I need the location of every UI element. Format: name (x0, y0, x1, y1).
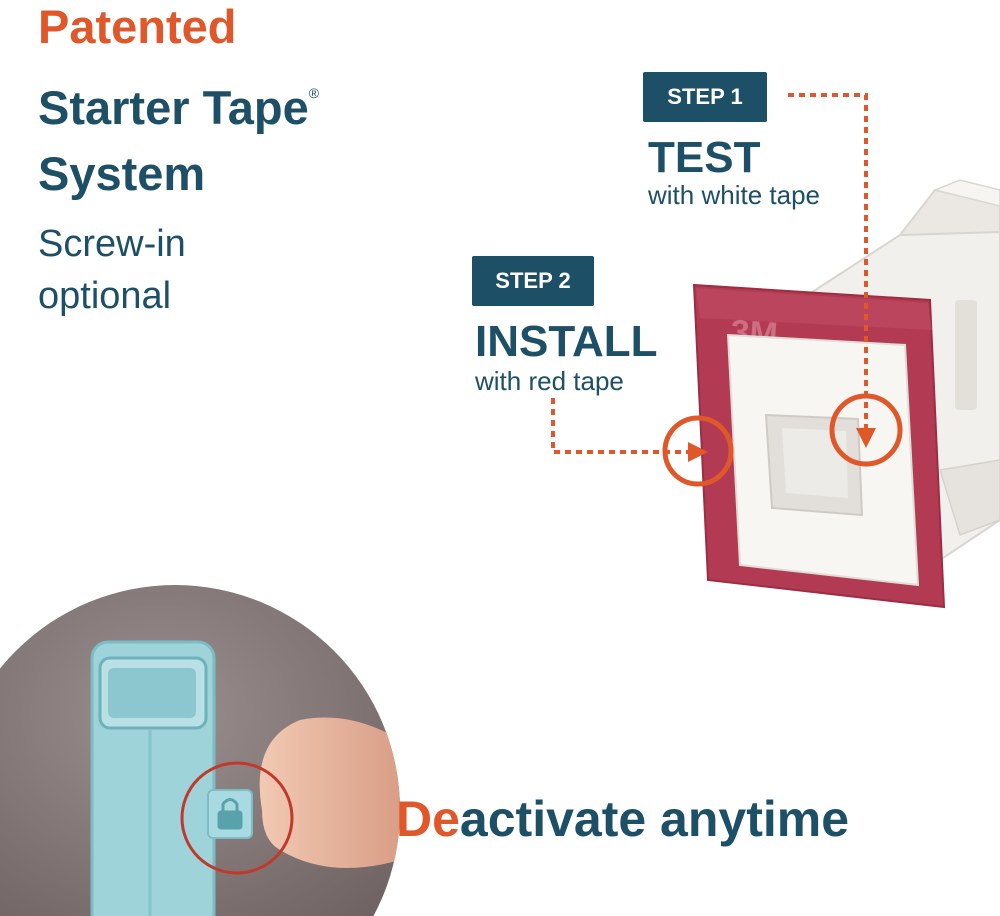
subheadline: Screw-in optional (38, 218, 186, 322)
step1-dotted-arrow-icon (788, 93, 868, 430)
step1-highlight-circle-icon (829, 393, 903, 467)
step1-badge: STEP 1 (643, 72, 767, 122)
deactivate-highlight: De (396, 791, 460, 847)
step2-dotted-arrow-icon (551, 398, 690, 454)
step2-highlight-circle-icon (662, 415, 734, 487)
lock-icon (217, 798, 243, 830)
step1-description: with white tape (648, 180, 820, 210)
step1-arrowhead-icon (856, 428, 876, 448)
headline-line-2: Starter Tape® (38, 60, 319, 141)
lock-highlight-circle-icon (180, 761, 294, 875)
step2-badge: STEP 2 (472, 256, 594, 306)
headline-line-2-text: Starter Tape (38, 81, 309, 134)
subheadline-line-2: optional (38, 275, 172, 317)
deactivate-caption: Deactivate anytime (396, 790, 849, 848)
step2-description: with red tape (475, 366, 624, 396)
deactivate-rest: activate anytime (459, 791, 850, 847)
blue-device (90, 640, 216, 916)
step2-arrowhead-icon (688, 442, 708, 462)
headline-line-3: System (38, 147, 206, 200)
registered-mark: ® (308, 85, 320, 101)
subheadline-line-1: Screw-in (38, 223, 186, 265)
finger (259, 717, 400, 868)
step1-title: TEST (648, 133, 761, 182)
headline-line-1: Patented (38, 0, 237, 53)
white-tape-square (726, 333, 920, 587)
deactivate-photo (0, 585, 400, 916)
step2-title: INSTALL (475, 317, 658, 366)
headline: Patented Starter Tape® System (38, 0, 319, 207)
